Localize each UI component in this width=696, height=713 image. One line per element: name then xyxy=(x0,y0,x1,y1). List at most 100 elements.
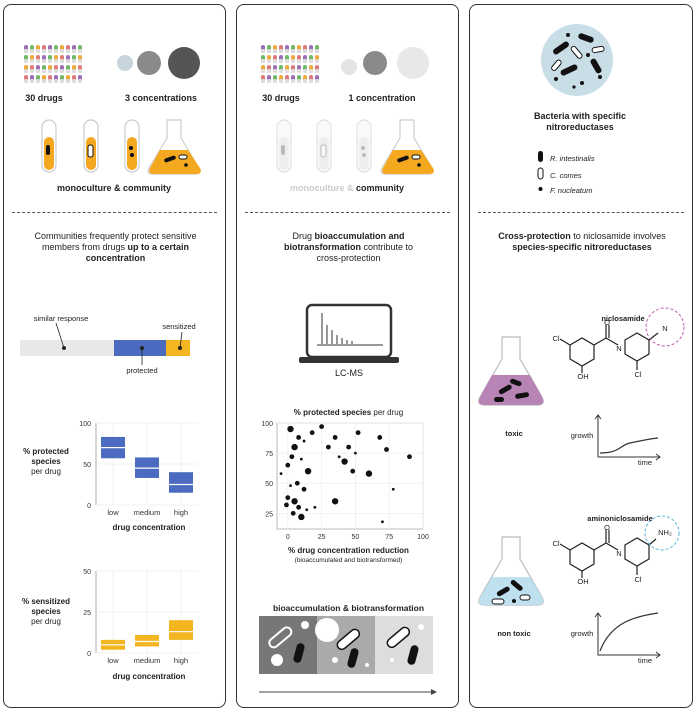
non-toxic-flask xyxy=(478,536,544,606)
y-tick-label: 25 xyxy=(83,610,91,617)
scatter-point xyxy=(279,472,283,475)
drug-pill-grid xyxy=(24,45,82,83)
drugs-count-label: 30 drugs xyxy=(262,93,300,103)
toxic-flask xyxy=(478,336,544,406)
y-tick-label: 50 xyxy=(83,569,91,576)
x-tick-label: 0 xyxy=(286,534,290,541)
nh2-group: NH₂ xyxy=(658,528,672,537)
culture-bold-text: community xyxy=(356,183,405,193)
sensitized-label: sensitized xyxy=(162,322,196,331)
bacteria-legend-icons xyxy=(537,151,544,191)
time-axis-label-2: time xyxy=(637,656,653,665)
scatter-point xyxy=(284,502,289,508)
nh-atom: N xyxy=(616,344,622,353)
niclosamide-structure xyxy=(559,307,685,373)
scatter-point xyxy=(341,458,348,465)
bioaccumulation-illustration xyxy=(259,616,437,695)
bacteria-petri-dish-icon xyxy=(541,24,613,96)
scatter-point xyxy=(305,508,309,512)
scatter-point xyxy=(332,435,338,440)
aminoniclosamide-label: aminoniclosamide xyxy=(587,514,653,523)
x-tick-label: medium xyxy=(134,656,161,665)
drug-pill-grid xyxy=(261,45,319,83)
scatter-point xyxy=(296,504,302,510)
y-tick-label: 100 xyxy=(261,421,273,428)
divider xyxy=(245,212,450,213)
cl-atom-4: Cl xyxy=(634,575,642,584)
scatter-point xyxy=(377,435,383,440)
scatter-xsublabel: (bioaccumulated and biotransformed) xyxy=(294,557,403,564)
scatter-point xyxy=(304,467,312,475)
medium-concentration-circle xyxy=(363,51,387,75)
scatter-point xyxy=(313,505,317,509)
x-tick-label: high xyxy=(174,656,188,665)
low-concentration-circle xyxy=(341,59,357,75)
y-tick-label: 100 xyxy=(79,421,91,428)
scatter-point xyxy=(365,470,373,477)
protected-label: protected xyxy=(126,366,158,375)
oh-atom: OH xyxy=(577,372,589,381)
scatter-point xyxy=(381,520,384,524)
scatter-title: % protected species per drug xyxy=(293,408,404,417)
divider xyxy=(478,212,684,213)
scatter-point xyxy=(319,424,325,430)
panel3-graphics xyxy=(478,24,685,659)
culture-label: monoculture & community xyxy=(56,183,171,193)
culture-label: monoculture & community xyxy=(267,183,427,194)
response-bar xyxy=(20,322,190,365)
scatter-point xyxy=(289,484,292,488)
similar-response-label: similar response xyxy=(33,314,89,323)
toxic-label: toxic xyxy=(505,429,523,438)
cl-atom: Cl xyxy=(552,334,560,343)
time-axis-label: time xyxy=(637,458,653,467)
finding-line-2-bold: up to a certain xyxy=(127,242,190,252)
x-tick-label: 100 xyxy=(417,534,429,541)
legend-c-comes: C. comes xyxy=(550,171,582,180)
culture-faded-text: monoculture & xyxy=(289,183,356,193)
scatter-point xyxy=(391,487,395,491)
drugs-count-label: 30 drugs xyxy=(25,93,63,103)
finding-description: Communities frequently protect sensitive… xyxy=(10,231,221,264)
bioaccumulation-title: bioaccumulation & biotransformation xyxy=(272,603,425,613)
scatter-xlabel: % drug concentration reduction xyxy=(288,546,409,555)
nh-atom-2: N xyxy=(616,549,622,558)
y-tick-label: 75 xyxy=(265,451,273,458)
scatter-point xyxy=(384,447,389,452)
scatter-point xyxy=(299,457,303,461)
y-tick-label: 50 xyxy=(265,481,273,488)
scatter-point xyxy=(346,444,352,450)
no2-group: N xyxy=(662,324,668,333)
growth-axis-label-2: growth xyxy=(570,629,594,638)
scatter-point xyxy=(301,486,307,492)
x-tick-label: high xyxy=(174,508,188,517)
concentrations-label: 3 concentrations xyxy=(124,93,198,103)
o-atom-2: O xyxy=(604,523,610,532)
scatter-point xyxy=(355,430,361,436)
y-tick-label: 0 xyxy=(87,503,91,510)
x-tick-label: low xyxy=(107,656,119,665)
scatter-point xyxy=(296,435,302,440)
finding-line-2: members from drugs xyxy=(41,242,128,252)
scatter-point xyxy=(325,444,331,450)
scatter-point xyxy=(289,454,295,460)
box xyxy=(135,634,159,647)
scatter-point xyxy=(298,513,305,521)
box xyxy=(169,620,193,640)
y-tick-label: 25 xyxy=(265,511,273,518)
scatter-point xyxy=(291,443,298,451)
scatter-point xyxy=(285,495,291,501)
culture-tubes xyxy=(276,119,434,175)
protected-xlabel: drug concentration xyxy=(112,523,186,532)
scatter-point xyxy=(309,430,315,436)
growth-curve-toxic xyxy=(594,414,661,461)
c-comes-icon xyxy=(537,167,544,180)
culture-tubes xyxy=(41,119,201,175)
